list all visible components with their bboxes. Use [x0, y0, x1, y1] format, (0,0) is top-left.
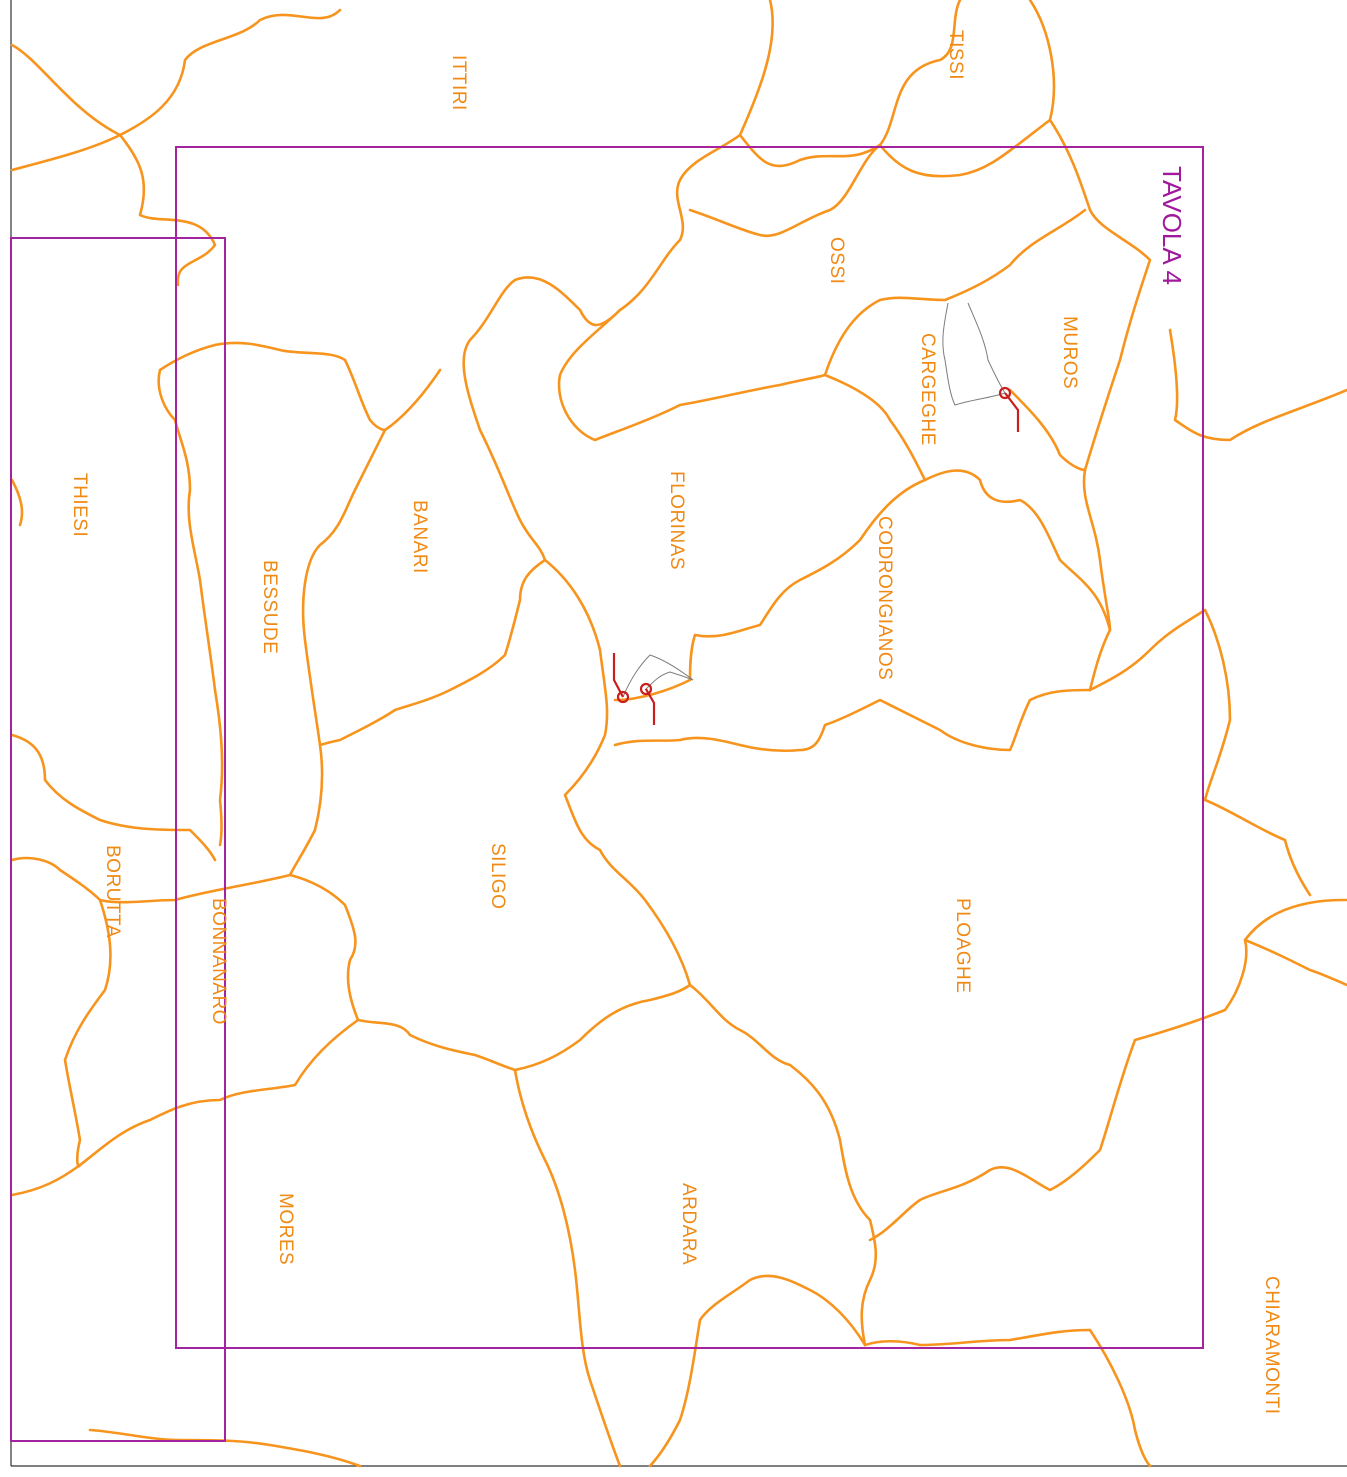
- label-siligo: SILIGO: [487, 843, 508, 909]
- boundary-line: [1082, 468, 1112, 632]
- label-ossi: OSSI: [826, 237, 847, 284]
- boundary-line: [823, 373, 927, 482]
- aux-line: [644, 671, 694, 691]
- boundary-line: [157, 343, 217, 692]
- boundary-line: [10, 8, 342, 137]
- boundary-line: [863, 1328, 1152, 1468]
- tavola-label: TAVOLA 4: [1157, 166, 1187, 285]
- boundary-line: [688, 983, 878, 1347]
- boundary-line: [10, 856, 292, 904]
- boundary-line: [923, 469, 1112, 692]
- label-ploaghe: PLOAGHE: [952, 898, 973, 993]
- boundary-line: [213, 341, 387, 432]
- boundary-line: [1243, 938, 1347, 987]
- label-ardara: ARDARA: [678, 1183, 699, 1265]
- auxiliary-lines: [622, 302, 1006, 698]
- boundary-line: [118, 133, 217, 287]
- boundary-line: [301, 368, 442, 747]
- adjacent-sheet-frame: [10, 237, 226, 1442]
- aux-line: [622, 654, 694, 698]
- boundary-line: [10, 1163, 82, 1197]
- label-codrongianos: CODRONGIANOS: [874, 516, 895, 680]
- boundary-line: [823, 208, 1087, 377]
- boundary-line: [1028, 0, 1152, 472]
- label-tissi: TISSI: [945, 30, 966, 80]
- marker-point: [998, 386, 1012, 400]
- boundary-line: [738, 133, 882, 168]
- label-mores: MORES: [275, 1193, 296, 1265]
- label-thiesi: THIESI: [69, 473, 90, 537]
- label-borutta: BORUTTA: [102, 845, 123, 938]
- boundary-line: [513, 1068, 622, 1468]
- boundary-line: [648, 1274, 867, 1468]
- boundary-line: [10, 733, 217, 862]
- label-banari: BANARI: [409, 500, 430, 574]
- boundary-line: [1168, 328, 1347, 442]
- boundary-line: [613, 688, 1092, 753]
- boundary-line: [288, 743, 324, 877]
- label-ittiri: ITTIRI: [448, 55, 469, 111]
- comune-labels: ITTIRI TISSI OSSI MUROS CARGEGHE FLORINA…: [69, 30, 1282, 1415]
- label-chiaramonti: CHIARAMONTI: [1261, 1276, 1282, 1415]
- boundary-line: [478, 428, 692, 987]
- marker-point: [639, 682, 653, 696]
- label-cargeghe: CARGEGHE: [917, 333, 938, 446]
- boundary-line: [10, 478, 24, 527]
- municipal-boundaries: [10, 0, 1347, 1468]
- boundary-line: [1203, 798, 1312, 897]
- marker-line: [1004, 392, 1020, 432]
- boundary-line: [1008, 388, 1087, 472]
- boundary-line: [878, 118, 1052, 178]
- label-bonnanaro: BONNANARO: [208, 898, 229, 1025]
- aux-line: [942, 302, 1006, 406]
- boundary-line: [1088, 608, 1232, 802]
- tavola-4-frame: [175, 146, 1204, 1349]
- boundary-line: [63, 898, 112, 1168]
- red-markers: [612, 386, 1020, 725]
- boundary-line: [868, 898, 1347, 1242]
- boundary-line: [878, 0, 962, 147]
- label-bessude: BESSUDE: [259, 560, 280, 654]
- boundary-line: [613, 478, 927, 702]
- aux-line: [967, 302, 1006, 394]
- boundary-line: [213, 688, 224, 847]
- label-florinas: FLORINAS: [666, 471, 687, 570]
- marker-line: [612, 653, 624, 698]
- boundary-line: [557, 308, 827, 442]
- boundary-line: [688, 143, 882, 238]
- label-muros: MUROS: [1059, 316, 1080, 389]
- boundary-line: [318, 558, 547, 747]
- boundary-line: [462, 0, 774, 432]
- boundary-line: [288, 873, 360, 1022]
- boundary-line: [78, 1018, 360, 1167]
- boundary-line: [356, 983, 692, 1072]
- marker-point: [616, 690, 630, 704]
- marker-line: [645, 688, 656, 725]
- boundary-line: [10, 133, 122, 172]
